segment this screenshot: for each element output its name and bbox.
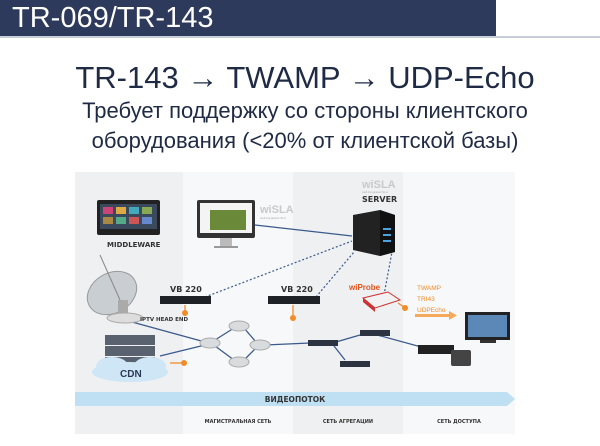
protocol-twamp: TWAMP [417,285,441,292]
segment-backbone-label: МАГИСТРАЛЬНАЯ СЕТЬ [205,419,272,425]
wisla-monitor-icon [197,200,255,248]
aggregation-switches-icon [308,330,390,367]
vb220-1-label: VB 220 [170,285,202,294]
phone-icon [451,350,471,366]
wisla-logo-monitor: wiSLA [259,204,294,216]
server-icon [353,210,395,256]
wisla-tagline-server: well integrated SLA [362,190,388,194]
management-links [204,240,393,298]
middleware-screen-icon [97,200,160,235]
backbone-routers-icon [199,320,271,368]
wisla-tagline-monitor: well integrated SLA [260,216,286,220]
video-flow-label: ВИДЕОПОТОК [265,395,326,404]
tv-icon [465,312,510,343]
wisla-logo-server: wiSLA [361,179,396,191]
header-title: TR-069/TR-143 [12,2,214,34]
video-flow-arrow [75,392,515,406]
middleware-label: MIDDLEWARE [107,241,161,249]
protocol-udpecho: UDPEcho [417,307,446,314]
cdn-label: CDN [120,369,142,380]
probe-points [181,305,408,366]
column-access [403,172,515,434]
header-bar: TR-069/TR-143 [0,0,496,36]
slide-subtitle-line1: Требует поддержку со стороны клиентского [82,98,528,123]
satellite-dish-icon [86,254,144,324]
wiprobe-device-icon [361,291,402,312]
header-divider [0,36,600,38]
wiprobe-label: wiProbe [348,283,381,292]
slide-title: TR-143 → TWAMP → UDP-Echo [75,60,535,95]
cdn-icon [92,335,168,382]
protocol-arrow-icon [415,311,457,320]
vb220-2-label: VB 220 [281,285,313,294]
protocol-tr143: TRI43 [417,296,435,303]
slide-subtitle-line2: оборудования (<20% от клиентской базы) [91,128,519,153]
vb220-2-device-icon [268,296,320,304]
iptv-head-end-label: IPTV HEAD END [140,317,188,323]
set-top-box-icon [418,345,454,354]
segment-access-label: СЕТЬ ДОСТУПА [437,419,481,425]
server-label: SERVER [362,195,397,204]
segment-aggregation-label: СЕТЬ АГРЕГАЦИИ [323,419,373,425]
vb220-1-device-icon [160,296,211,304]
